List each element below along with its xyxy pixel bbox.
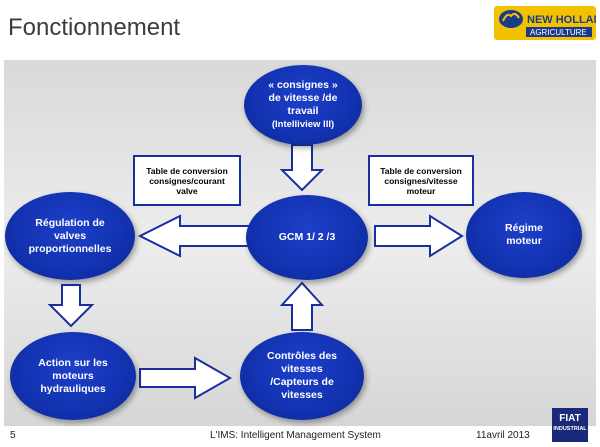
node-consignes-line1: « consignes »: [268, 79, 338, 91]
arrow-gcm-to-regulation: [137, 214, 251, 258]
node-regime-line1: Régime: [505, 222, 543, 234]
arrow-consignes-to-gcm: [279, 144, 325, 192]
fiat-logo-line1: FIAT: [559, 413, 581, 424]
box-right-line3: moteur: [406, 185, 436, 196]
node-action-line3: hydrauliques: [40, 382, 106, 395]
node-regulation-line3: proportionnelles: [28, 242, 112, 255]
node-controles-line1: Contrôles des: [266, 350, 337, 362]
node-action: Action sur les moteurs hydrauliques: [10, 332, 136, 420]
node-regime: Régime moteur: [466, 192, 582, 278]
arrow-gcm-to-regime: [374, 214, 464, 258]
page-title: Fonctionnement: [8, 14, 181, 41]
logo-line2: AGRICULTURE: [530, 28, 587, 37]
node-consignes-line4: (Intelliview III): [271, 119, 335, 130]
fiat-industrial-logo: FIAT INDUSTRIAL: [552, 408, 588, 442]
node-controles-line4: vitesses: [281, 389, 323, 401]
footer-date: 11avril 2013: [476, 430, 530, 441]
arrow-regulation-to-action: [47, 284, 95, 328]
node-action-line1: Action sur les: [38, 356, 108, 369]
box-left-line3: valve: [176, 185, 198, 196]
fiat-logo-line2: INDUSTRIAL: [553, 426, 587, 432]
node-consignes-line2: de vitesse /de: [268, 92, 338, 104]
box-left-line1: Table de conversion: [146, 165, 228, 176]
node-controles-line2: vitesses: [281, 363, 323, 375]
node-gcm-label: GCM 1/ 2 /3: [278, 231, 336, 243]
logo-line1: NEW HOLLAND: [527, 14, 596, 26]
node-regulation: Régulation de valves proportionnelles: [5, 192, 135, 280]
box-table-vitesse-moteur: Table de conversion consignes/vitesse mo…: [368, 155, 474, 206]
new-holland-logo: NEW HOLLAND AGRICULTURE: [494, 6, 600, 40]
node-regime-line2: moteur: [506, 235, 542, 247]
box-left-line2: consignes/courant: [149, 175, 225, 186]
node-regulation-line1: Régulation de: [35, 216, 105, 229]
box-table-courant-valve: Table de conversion consignes/courant va…: [133, 155, 241, 206]
box-right-line1: Table de conversion: [380, 165, 462, 176]
node-regulation-line2: valves: [53, 229, 87, 242]
arrow-controles-to-gcm: [279, 281, 325, 331]
node-controles: Contrôles des vitesses /Capteurs de vite…: [240, 332, 364, 420]
node-action-line2: moteurs: [52, 369, 94, 382]
node-consignes-line3: travail: [287, 105, 319, 117]
node-consignes: « consignes » de vitesse /de travail (In…: [244, 65, 362, 145]
node-gcm: GCM 1/ 2 /3: [246, 195, 368, 280]
box-right-line2: consignes/vitesse: [384, 175, 458, 186]
footer-center-text: L'IMS: Intelligent Management System: [210, 430, 381, 441]
page-number: 5: [10, 430, 16, 441]
node-controles-line3: /Capteurs de: [270, 376, 334, 388]
arrow-action-to-controles: [139, 356, 233, 400]
